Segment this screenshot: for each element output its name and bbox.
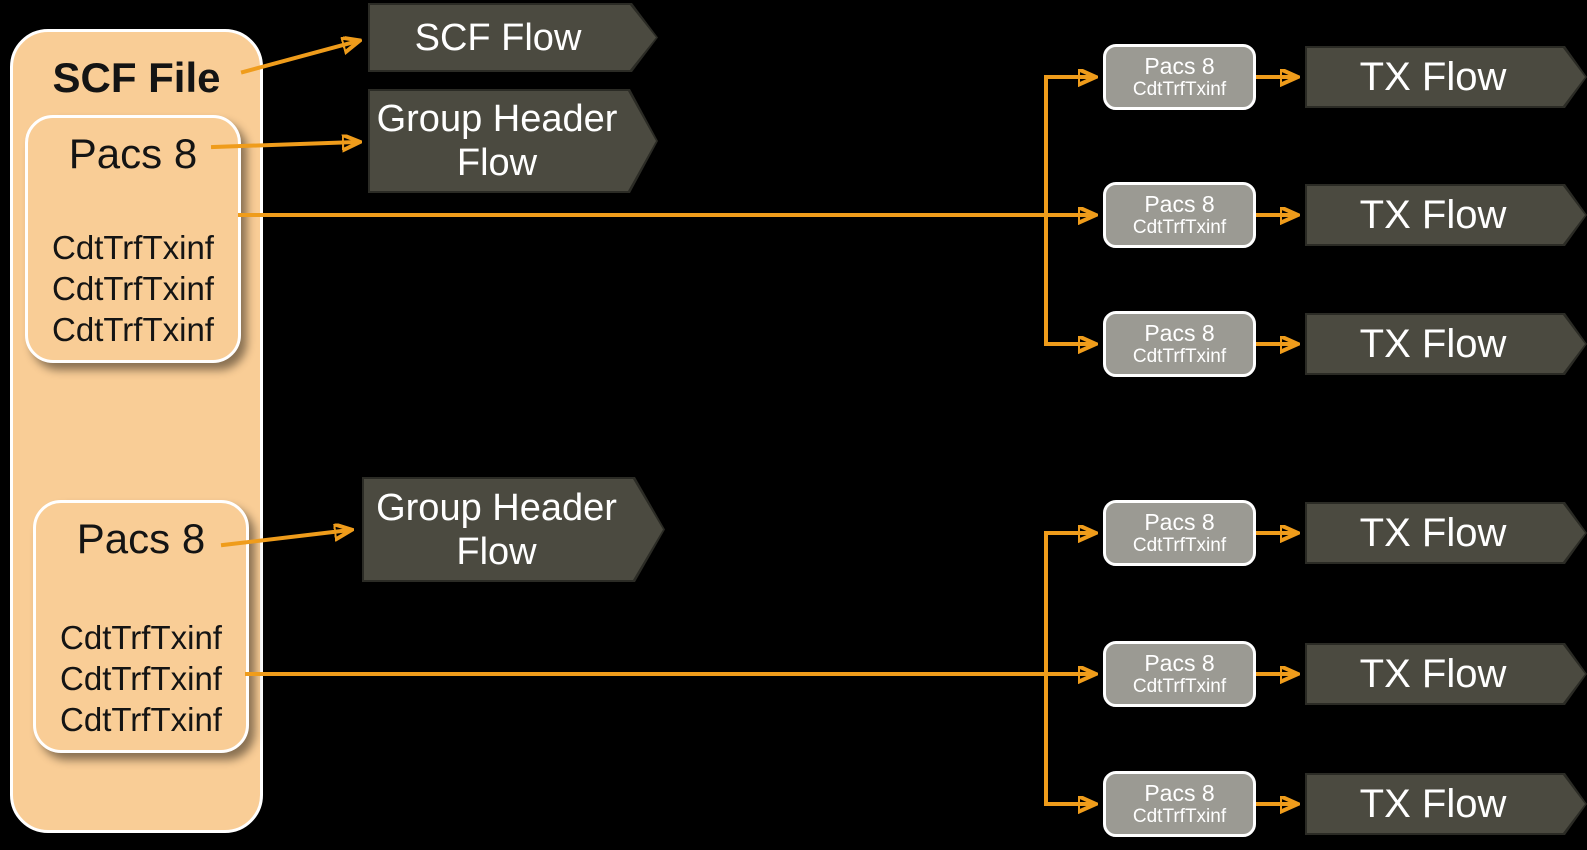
scf-file-title: SCF File [52,54,221,101]
group-header-flow-shape-1: Group Header Flow [368,89,658,193]
tx-flow-label: TX Flow [1359,652,1507,696]
pacs8-block-entries: CdtTrfTxinf CdtTrfTxinf CdtTrfTxinf [28,227,238,350]
pacs8-block-2: Pacs 8 CdtTrfTxinf CdtTrfTxinf CdtTrfTxi… [33,500,249,753]
pacs8-node-title: Pacs 8 [1144,320,1215,346]
group-header-flow-label: Group Header Flow [376,486,617,573]
pacs8-node: Pacs 8 CdtTrfTxinf [1103,771,1256,837]
pacs8-node-subtitle: CdtTrfTxinf [1132,806,1227,827]
scf-flow-shape: SCF Flow [368,3,658,72]
cdttrftxinf-entry: CdtTrfTxinf [52,229,214,266]
pacs8-node: Pacs 8 CdtTrfTxinf [1103,182,1256,248]
scf-flow-label: SCF Flow [414,16,582,59]
tx-flow-label: TX Flow [1359,322,1507,366]
tx-flow-shape: TX Flow [1305,184,1587,246]
group-header-flow-shape-2: Group Header Flow [362,477,665,582]
pacs8-node-title: Pacs 8 [1144,780,1215,806]
pacs8-node-subtitle: CdtTrfTxinf [1132,79,1227,100]
pacs8-node: Pacs 8 CdtTrfTxinf [1103,311,1256,377]
tx-flow-label: TX Flow [1359,511,1507,555]
pacs8-node-subtitle: CdtTrfTxinf [1132,346,1227,367]
cdttrftxinf-entry: CdtTrfTxinf [52,311,214,348]
pacs8-node-subtitle: CdtTrfTxinf [1132,217,1227,238]
pacs8-node-title: Pacs 8 [1144,650,1215,676]
pacs8-node-title: Pacs 8 [1144,191,1215,217]
cdttrftxinf-entry: CdtTrfTxinf [60,660,222,697]
group-header-flow-label: Group Header Flow [376,98,618,184]
tx-flow-shape: TX Flow [1305,643,1587,705]
pacs8-node-title: Pacs 8 [1144,509,1215,535]
cdttrftxinf-entry: CdtTrfTxinf [60,619,222,656]
pacs8-node-title: Pacs 8 [1144,53,1215,79]
tx-flow-shape: TX Flow [1305,313,1587,375]
tx-flow-shape: TX Flow [1305,46,1587,108]
pacs8-node: Pacs 8 CdtTrfTxinf [1103,641,1256,707]
tx-flow-label: TX Flow [1359,55,1507,99]
cdttrftxinf-entry: CdtTrfTxinf [60,701,222,738]
tx-flow-shape: TX Flow [1305,502,1587,564]
pacs8-block-entries: CdtTrfTxinf CdtTrfTxinf CdtTrfTxinf [36,617,246,740]
cdttrftxinf-entry: CdtTrfTxinf [52,270,214,307]
pacs8-node: Pacs 8 CdtTrfTxinf [1103,500,1256,566]
pacs8-node-subtitle: CdtTrfTxinf [1132,676,1227,697]
tx-flow-label: TX Flow [1359,193,1507,237]
tx-flow-shape: TX Flow [1305,773,1587,835]
pacs8-block-title: Pacs 8 [76,515,206,562]
pacs8-node-subtitle: CdtTrfTxinf [1132,535,1227,556]
pacs8-block-title: Pacs 8 [68,130,198,177]
pacs8-node: Pacs 8 CdtTrfTxinf [1103,44,1256,110]
pacs8-block-1: Pacs 8 CdtTrfTxinf CdtTrfTxinf CdtTrfTxi… [25,115,241,363]
tx-flow-label: TX Flow [1359,782,1507,826]
